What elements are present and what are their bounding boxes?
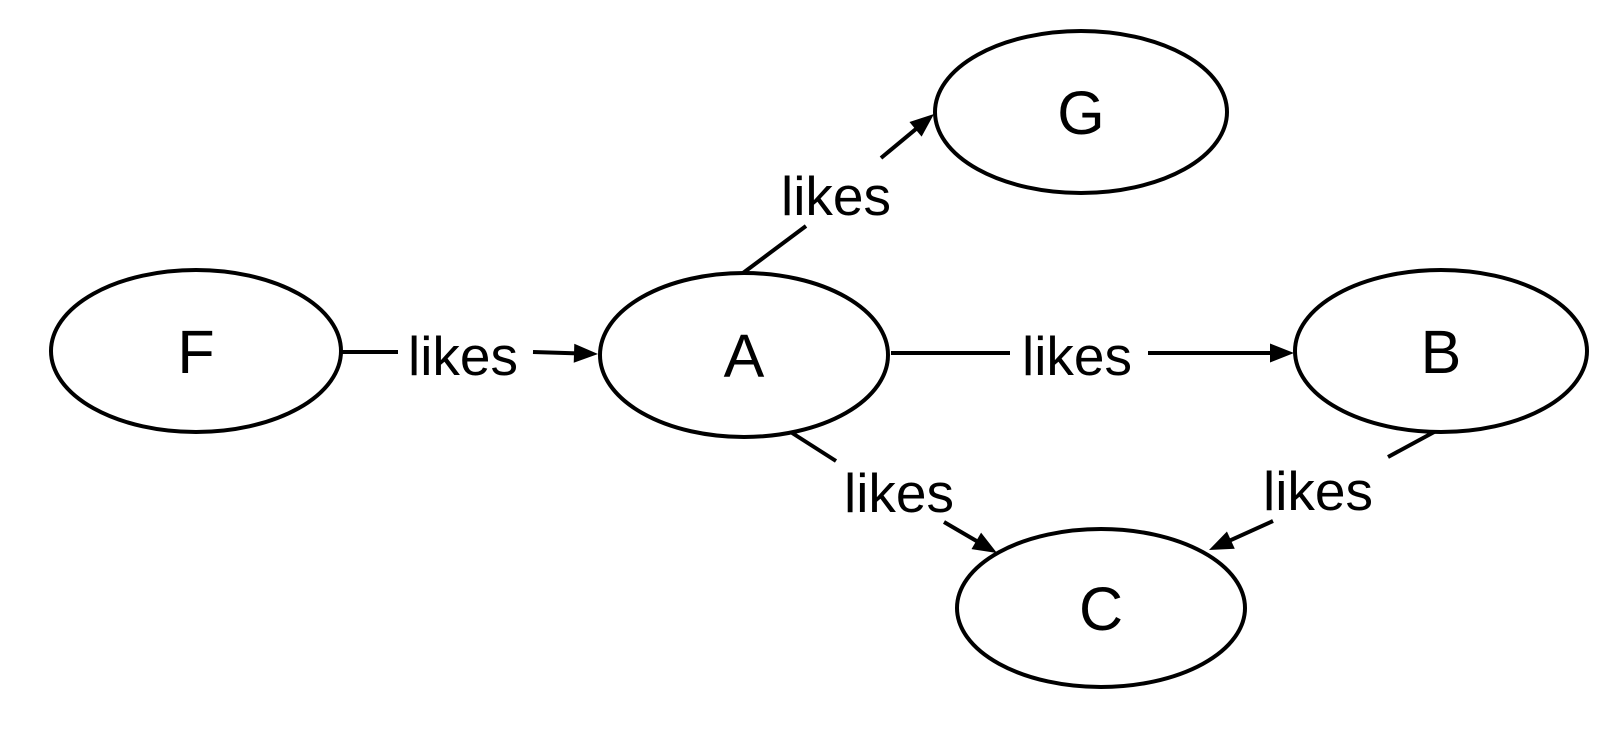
node-C-label: C (1079, 575, 1123, 643)
edge-segment (879, 125, 920, 160)
edge-A-B: likes (891, 325, 1294, 387)
edge-label-A-C: likes (844, 462, 954, 524)
edge-segment (942, 520, 980, 545)
node-F-label: F (177, 318, 214, 386)
arrowhead-icon (573, 343, 598, 363)
node-C: C (955, 527, 1247, 689)
node-F: F (49, 268, 343, 434)
edge-A-G: likes (741, 114, 934, 275)
node-C-ellipse (955, 527, 1247, 689)
edge-segment (532, 350, 578, 356)
edge-A-C: likes (787, 429, 997, 553)
arrowhead-icon (909, 114, 934, 137)
edge-F-A: likes (340, 325, 598, 387)
edge-segment (1387, 429, 1437, 459)
node-B-ellipse (1293, 268, 1589, 434)
arrowhead-icon (971, 532, 997, 553)
edge-segment (741, 224, 808, 275)
node-G-label: G (1057, 79, 1104, 147)
edge-label-F-A: likes (408, 325, 518, 387)
node-G: G (933, 29, 1229, 195)
edge-label-B-C: likes (1263, 460, 1373, 522)
edge-segment (1227, 519, 1274, 544)
node-G-ellipse (933, 29, 1229, 195)
node-B: B (1293, 268, 1589, 434)
node-B-label: B (1421, 318, 1462, 386)
edge-segment (787, 429, 838, 463)
node-A: A (598, 271, 890, 439)
edge-label-A-B: likes (1022, 325, 1132, 387)
node-A-label: A (724, 322, 765, 390)
arrowhead-icon (1270, 343, 1294, 363)
node-A-ellipse (598, 271, 890, 439)
edge-B-C: likes (1209, 429, 1437, 550)
arrowhead-icon (1209, 531, 1235, 550)
edge-label-A-G: likes (781, 165, 891, 227)
node-F-ellipse (49, 268, 343, 434)
